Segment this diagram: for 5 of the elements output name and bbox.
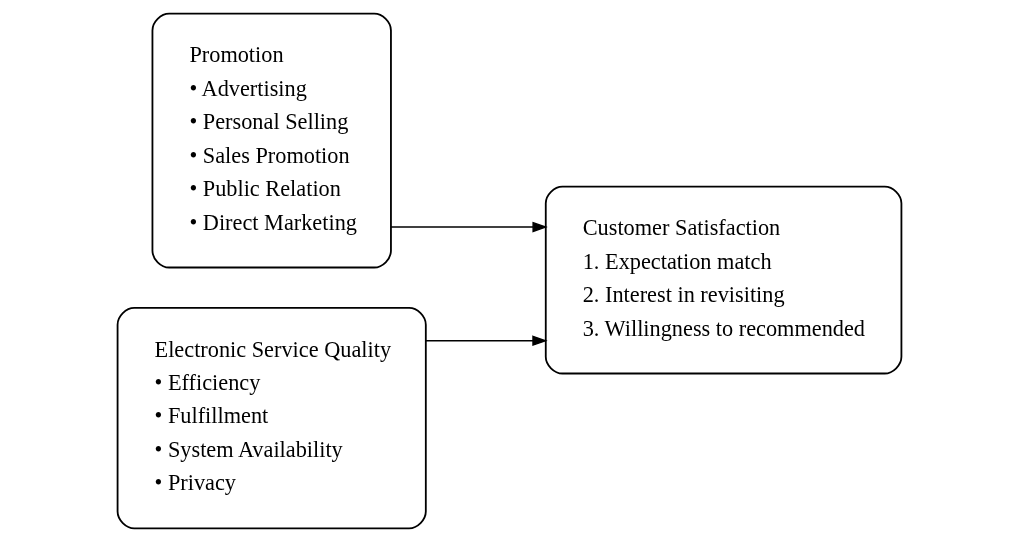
node-box: Promotion • Advertising • Personal Selling • Sales Promotion • Public Relation • Direct Marketing [151, 12, 392, 269]
arrow [390, 221, 548, 233]
node-box: Customer Satisfaction 1. Expectation match 2. Interest in revisiting 3. Willingness to recommended [544, 185, 903, 375]
arrow [425, 335, 548, 347]
node-box: Electronic Service Quality • Efficiency • Fulfillment • System Availability • Privacy [116, 307, 427, 530]
